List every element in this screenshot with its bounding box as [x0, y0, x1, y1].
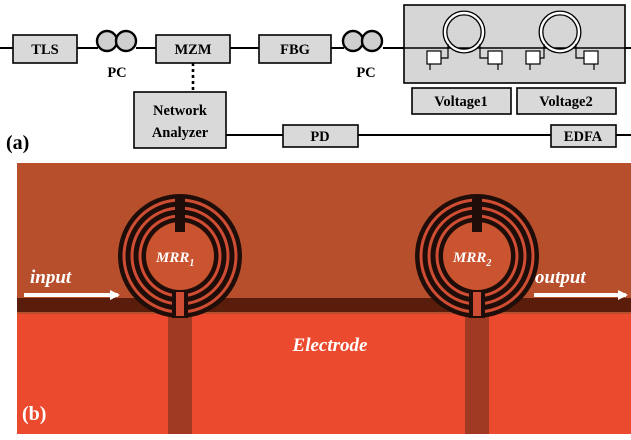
pd-label: PD: [310, 129, 329, 145]
pc1-label: PC: [107, 65, 126, 81]
network-analyzer-label-line1: Network: [153, 103, 208, 119]
electrode-pad: [17, 314, 631, 434]
mrr1-ring: [118, 194, 242, 318]
edfa-box: [550, 124, 617, 148]
pc1-icon: [95, 29, 138, 53]
input-label: input: [30, 267, 72, 288]
voltage2-label: Voltage2: [539, 94, 592, 110]
mzm-label: MZM: [174, 42, 211, 58]
edfa-label: EDFA: [564, 129, 603, 145]
tls-box: [12, 34, 78, 64]
mrr2-label: MRR2: [452, 250, 491, 269]
electrode-gap-1: [168, 314, 192, 434]
voltage1-label: Voltage1: [434, 94, 487, 110]
pc2-icon: [341, 29, 384, 53]
mrr1-label: MRR1: [155, 250, 194, 269]
voltage1-box: [411, 87, 512, 115]
tls-label: TLS: [31, 42, 58, 58]
bus-waveguide: [17, 298, 631, 312]
output-label: output: [535, 267, 586, 288]
electrode-label: Electrode: [292, 335, 368, 356]
mzm-box: [155, 34, 231, 64]
setup-diagram: TLS PC MZM FBG PC Network Analyzer PD ED…: [0, 4, 631, 154]
voltage2-box: [516, 87, 617, 115]
electrode-gap-2: [465, 314, 489, 434]
mrr2-ring: [415, 194, 539, 318]
fbg-label: FBG: [280, 42, 310, 58]
network-analyzer-label-line2: Analyzer: [152, 125, 209, 141]
fbg-box: [258, 34, 332, 64]
panel-label-a: (a): [6, 132, 29, 154]
pd-box: [282, 124, 359, 148]
micrograph: MRR1 MRR2 input output Electrode (b): [17, 163, 631, 434]
network-analyzer-box: [133, 91, 227, 149]
panel-label-b: (b): [22, 403, 46, 425]
pc2-label: PC: [356, 65, 375, 81]
chip-inset: [403, 4, 626, 84]
